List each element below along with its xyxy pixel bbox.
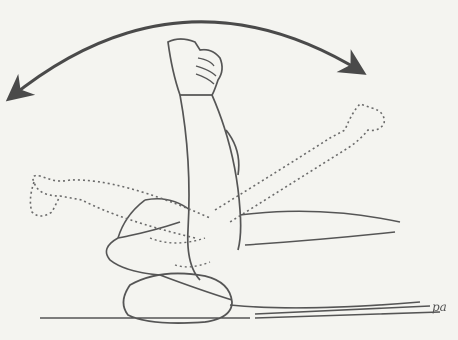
dotted-thigh — [150, 238, 210, 267]
dotted-foot-left — [30, 182, 60, 216]
resting-leg — [240, 211, 400, 245]
floor-line — [40, 306, 440, 318]
double-headed-arrow-icon — [10, 22, 362, 98]
raised-leg — [180, 95, 241, 280]
artist-signature: pa — [432, 300, 447, 314]
raised-foot — [168, 39, 222, 95]
toes — [196, 58, 216, 84]
buttock-outline — [118, 199, 190, 238]
